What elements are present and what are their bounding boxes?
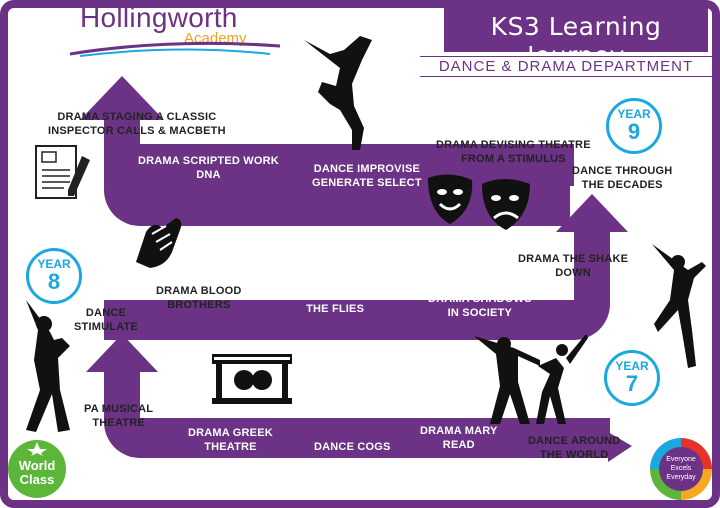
logo-swoosh-icon	[70, 41, 280, 57]
drama-masks-icon	[428, 174, 530, 230]
couple-dancers-icon	[474, 334, 588, 424]
logo-name: Hollingworth	[80, 2, 238, 33]
topic-dance-cogs: DANCE COGS	[314, 441, 391, 453]
year-9-badge: YEAR 9	[606, 98, 662, 154]
year-7-badge: YEAR 7	[604, 350, 660, 406]
world-class-badge: World Class	[8, 440, 66, 498]
star-icon	[27, 442, 47, 456]
greek-theatre-icon	[212, 354, 292, 404]
page-title: KS3 Learning Journey	[490, 12, 662, 70]
disco-dancer-icon	[26, 300, 70, 432]
values-badge-center: Everyone Excels Everyday	[659, 447, 703, 491]
script-icon	[35, 145, 90, 199]
handshake-icon	[136, 218, 182, 268]
values-badge: Everyone Excels Everyday	[650, 438, 712, 500]
dancer-silhouette-icon	[304, 36, 372, 150]
department-name: DANCE & DRAMA DEPARTMENT	[420, 56, 712, 77]
year-8-badge: YEAR 8	[26, 248, 82, 304]
leaping-dancer-icon	[652, 244, 706, 368]
title-banner: KS3 Learning Journey	[444, 6, 708, 70]
